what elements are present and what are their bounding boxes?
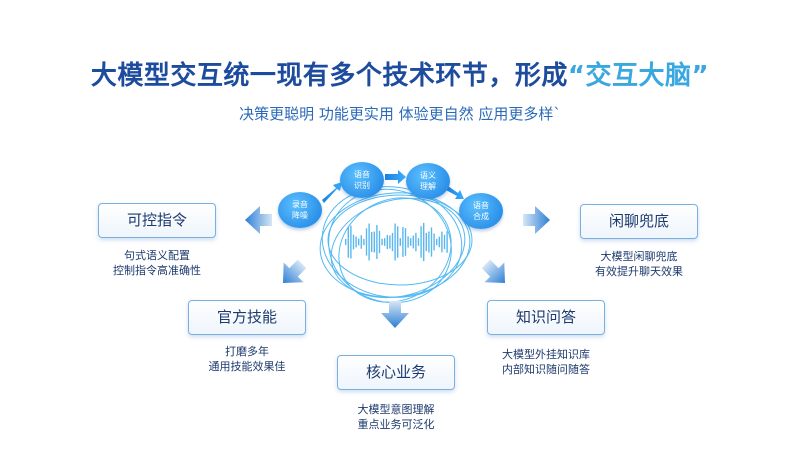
waveform-bar <box>371 232 373 252</box>
waveform-bar <box>384 238 386 246</box>
waveform-bar <box>355 236 357 248</box>
capability-chitchat-fallback: 闲聊兜底 <box>580 204 698 239</box>
waveform-bar <box>394 223 396 261</box>
waveform-bar <box>407 236 409 248</box>
capability-desc: 打磨多年通用技能效果佳 <box>208 345 286 373</box>
waveform-bar <box>441 231 443 253</box>
waveform-bar <box>399 238 401 246</box>
waveform-bar <box>410 238 412 246</box>
waveform-bar <box>438 236 440 248</box>
capability-desc: 句式语义配置控制指令高准确性 <box>113 249 201 277</box>
pipeline-arrows <box>322 170 464 203</box>
pipeline-step-speech-recognition: 语音识别 <box>340 162 384 198</box>
pipeline-step-speech-synthesis: 语音合成 <box>459 193 503 229</box>
waveform-bar <box>402 227 404 257</box>
arrow-left-icon <box>245 206 272 234</box>
pipeline-step-noise-reduction: 录音降噪 <box>278 192 322 228</box>
waveform-bar <box>373 231 375 253</box>
waveform-bar <box>423 222 425 262</box>
waveform-bar <box>391 232 394 252</box>
waveform-bar <box>425 232 427 252</box>
waveform-bar <box>363 238 365 246</box>
capability-desc: 大模型外挂知识库内部知识随问随答 <box>502 348 590 376</box>
waveform-bar <box>430 227 433 257</box>
waveform-bar <box>360 235 362 249</box>
subtitle: 决策更聪明 功能更实用 体验更自然 应用更多样` <box>239 105 561 123</box>
waveform-bar <box>347 226 349 258</box>
waveform-bar <box>378 230 381 254</box>
capability-controllable-commands: 可控指令 <box>98 203 216 238</box>
waveform-bar <box>389 235 391 249</box>
page-title: 大模型交互统一现有多个技术环节，形成“交互大脑” <box>90 61 710 91</box>
waveform-bar <box>404 228 407 256</box>
waveform-bar <box>397 226 399 258</box>
waveform-bar <box>417 238 420 246</box>
waveform-bar <box>386 234 388 250</box>
waveform-bar <box>436 238 438 246</box>
waveform-bar <box>358 238 360 246</box>
waveform-bar <box>365 228 368 256</box>
waveform-bar <box>433 233 435 251</box>
capability-desc: 大模型意图理解重点业务可泛化 <box>357 403 435 431</box>
arrow-down-right-icon <box>481 259 505 283</box>
waveform-bar <box>345 239 347 245</box>
waveform-bar <box>376 225 378 259</box>
capability-desc: 大模型闲聊兜底有效提升聊天效果 <box>595 250 683 278</box>
capability-official-skills: 官方技能 <box>188 300 306 335</box>
waveform-bar <box>352 234 355 250</box>
waveform-bar <box>368 223 370 261</box>
waveform-bar <box>428 231 430 253</box>
waveform-bar <box>446 231 448 253</box>
waveform-bar <box>420 226 422 258</box>
waveform-bar <box>381 238 383 246</box>
arrow-down-left-icon <box>283 259 307 283</box>
waveform-bar <box>350 225 352 259</box>
waveform-bar <box>443 234 446 250</box>
capability-core-business: 核心业务 <box>337 355 455 390</box>
brain-icon <box>319 186 473 304</box>
pipeline-step-semantic-understanding: 语义理解 <box>406 163 450 199</box>
waveform-bar <box>415 232 417 252</box>
arrow-right-icon <box>523 206 550 234</box>
waveform-bar <box>412 235 414 249</box>
capability-knowledge-qa: 知识问答 <box>487 300 605 335</box>
arrow-down-icon <box>381 301 409 328</box>
